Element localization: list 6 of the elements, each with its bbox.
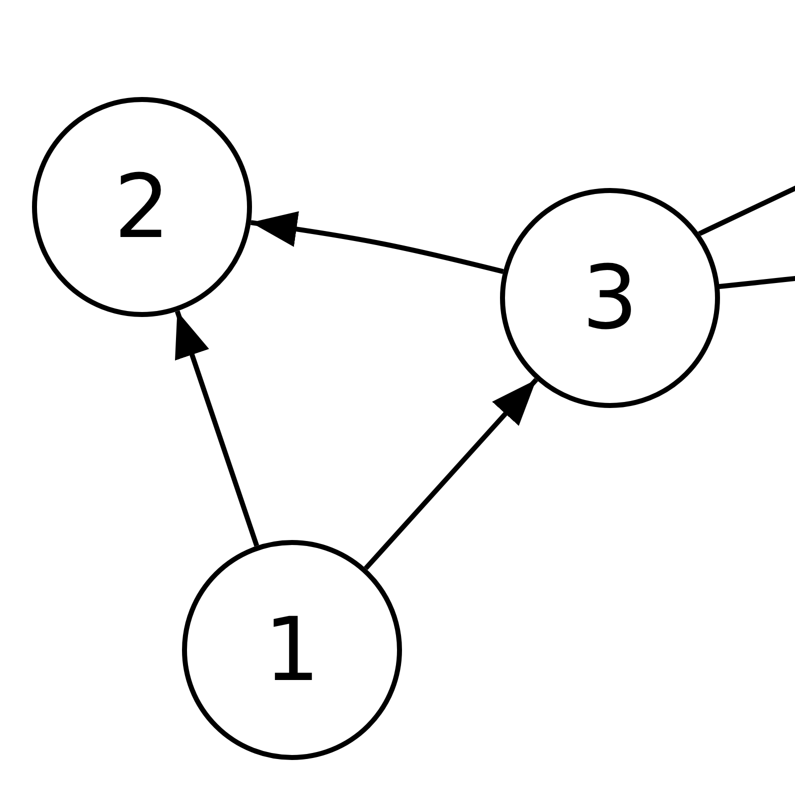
node-label: 2 — [114, 163, 170, 251]
arrow — [364, 378, 538, 570]
node-label: 3 — [582, 254, 638, 342]
node-label: 1 — [264, 606, 320, 694]
arrow — [174, 310, 260, 547]
arrow — [250, 211, 504, 274]
